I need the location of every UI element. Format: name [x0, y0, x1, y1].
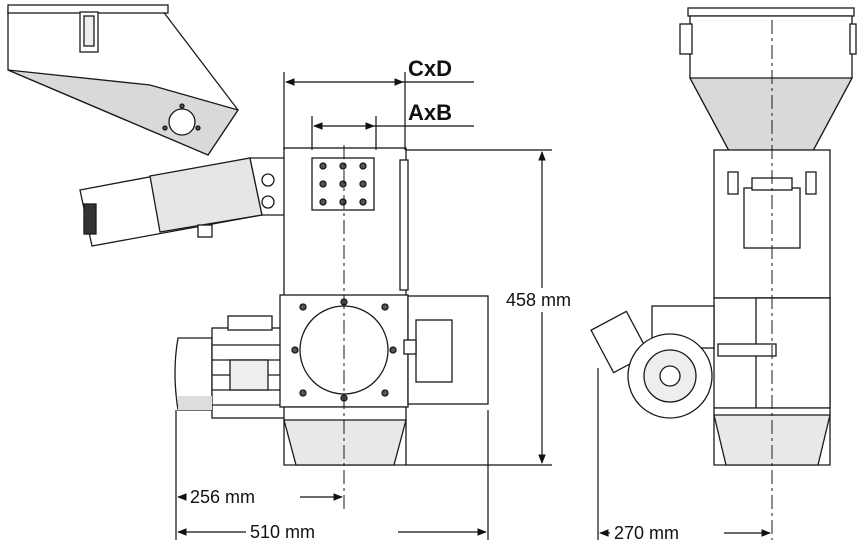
label-axb: AxB: [408, 100, 452, 125]
label-height: 458 mm: [506, 290, 571, 310]
side-housing: [590, 297, 831, 419]
front-dimensions: [175, 72, 552, 540]
main-column: [283, 147, 409, 301]
housing: [279, 294, 489, 408]
label-cxd: CxD: [408, 56, 452, 81]
front-view: [7, 4, 489, 510]
label-total-width: 510 mm: [250, 522, 315, 542]
label-half-width: 256 mm: [190, 487, 255, 507]
motor: [174, 315, 291, 419]
feeder-tube: [79, 157, 286, 247]
label-depth: 270 mm: [614, 523, 679, 543]
hopper: [7, 4, 240, 156]
side-dimensions: [597, 368, 771, 540]
side-view: [590, 7, 857, 540]
outlet: [283, 406, 407, 466]
connector-icon: [83, 203, 97, 235]
